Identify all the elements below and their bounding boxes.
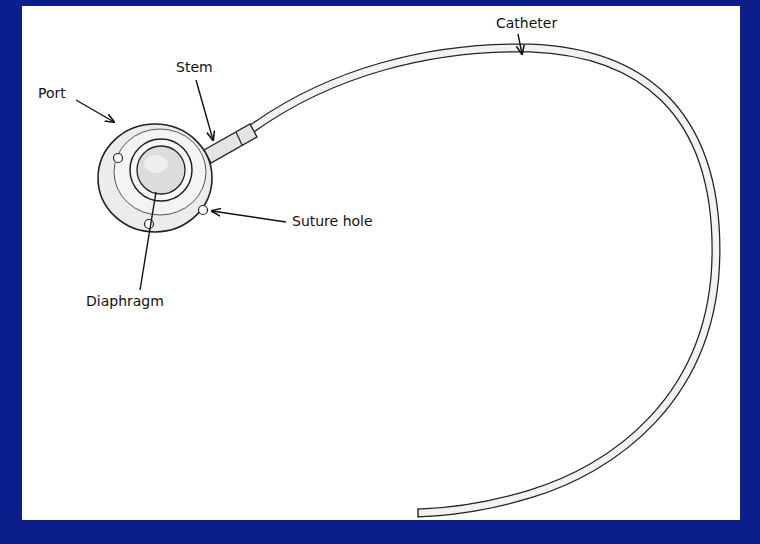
suture-hole xyxy=(145,220,154,229)
diaphragm xyxy=(137,146,185,194)
catheter-lumen xyxy=(250,48,716,513)
port-body xyxy=(98,124,212,232)
part-label: Stem xyxy=(176,60,213,75)
part-label: Suture hole xyxy=(292,214,373,229)
diaphragm-shine xyxy=(144,155,168,173)
leader-arrow xyxy=(196,80,213,140)
stem xyxy=(204,124,257,163)
leader-arrow xyxy=(76,100,114,122)
part-label: Port xyxy=(38,86,66,101)
catheter-tip xyxy=(417,509,418,518)
leader-arrow xyxy=(518,34,522,54)
part-label: Diaphragm xyxy=(86,294,164,309)
leader-arrow xyxy=(212,211,286,222)
port-ring xyxy=(130,139,192,201)
suture-hole xyxy=(199,206,208,215)
port-rim xyxy=(114,129,206,215)
stem-collar xyxy=(236,132,242,145)
suture-hole xyxy=(114,154,123,163)
part-label: Catheter xyxy=(496,16,557,31)
leader-line xyxy=(140,192,156,290)
catheter-tube xyxy=(250,48,716,513)
